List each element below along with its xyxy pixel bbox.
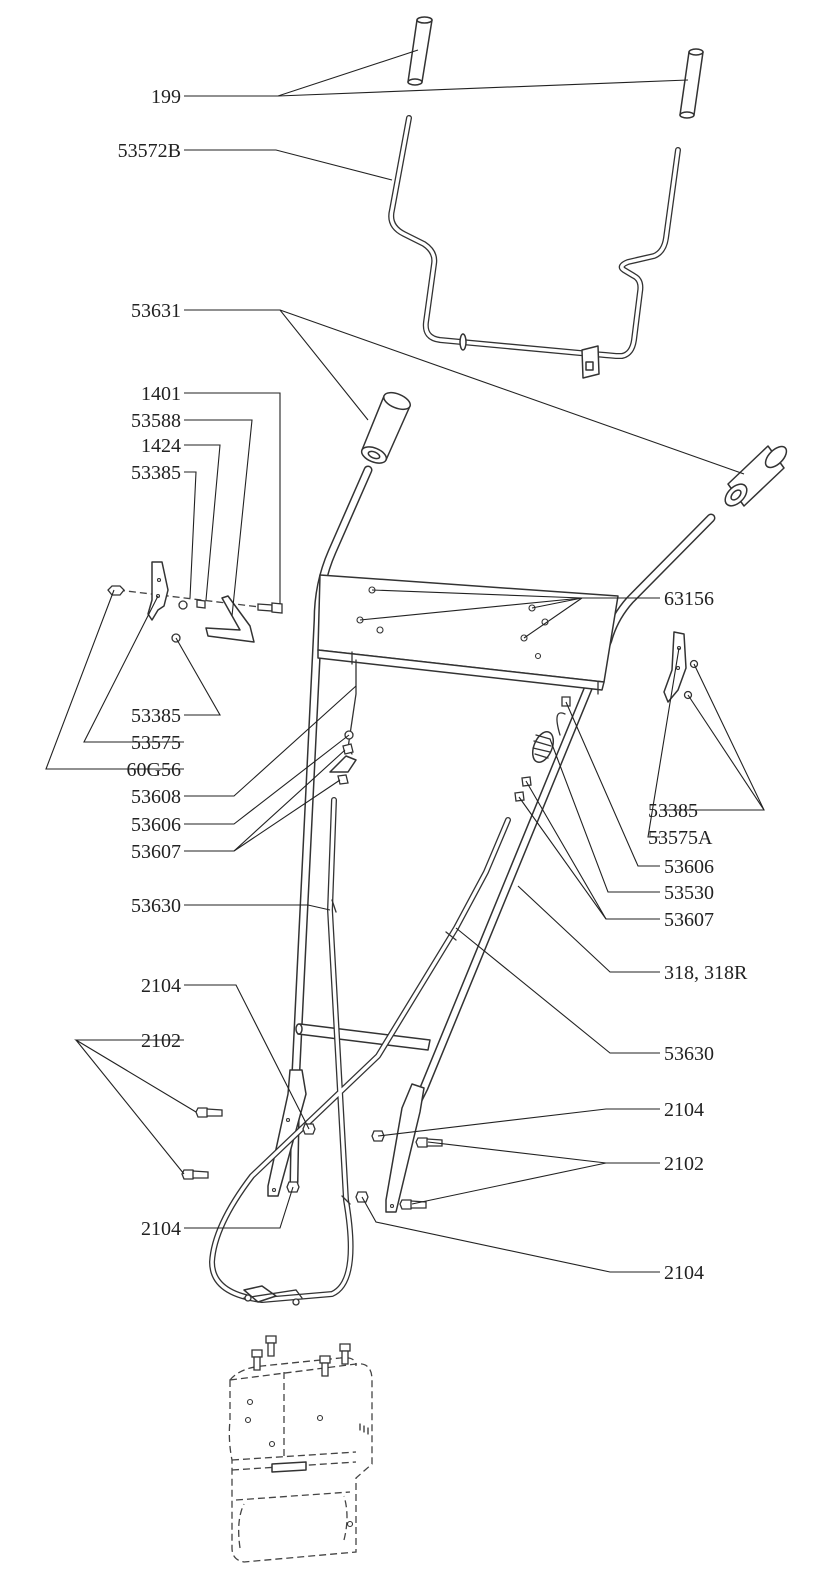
callout-labels: 199 53572B 53631 1401 53588 1424 53385 6… [118, 86, 748, 1284]
callout-2102-right: 2102 [664, 1153, 704, 1175]
mounting-hardware [181, 1107, 443, 1210]
control-panel [317, 574, 619, 695]
lower-housing [228, 1335, 373, 1563]
callout-53608: 53608 [131, 786, 181, 808]
callout-53607-right: 53607 [664, 909, 714, 931]
handle-grip-right [724, 445, 788, 507]
grip-sleeve-left [407, 16, 433, 86]
left-bracket-group [107, 561, 283, 643]
callout-60g56: 60G56 [127, 759, 181, 781]
callout-53588: 53588 [131, 410, 181, 432]
right-bracket-group [663, 631, 699, 703]
callout-199: 199 [151, 86, 181, 108]
callout-53385-top: 53385 [131, 462, 181, 484]
handle-grip-left [360, 391, 411, 464]
callout-2104-d: 2104 [664, 1262, 704, 1284]
callout-53385-right: 53385 [648, 800, 698, 822]
callout-1401: 1401 [141, 383, 181, 405]
linkage-hardware [329, 659, 571, 802]
operator-bail [388, 115, 681, 379]
callout-53575a: 53575A [648, 827, 713, 849]
callout-53575: 53575 [131, 732, 181, 754]
callout-1424: 1424 [141, 435, 181, 457]
callout-53606-right: 53606 [664, 856, 714, 878]
housing-bolts [251, 1335, 351, 1377]
cross-tube [295, 1023, 431, 1051]
grip-sleeve-right [679, 48, 704, 119]
leader-lines [45, 49, 765, 1273]
callout-53385-mid: 53385 [131, 705, 181, 727]
callout-318: 318, 318R [664, 962, 748, 984]
control-cables [209, 797, 511, 1306]
callout-53572b: 53572B [118, 140, 181, 162]
callout-53630-right: 53630 [664, 1043, 714, 1065]
callout-2104-b: 2104 [664, 1099, 704, 1121]
callout-63156: 63156 [664, 588, 714, 610]
callout-53607-left: 53607 [131, 841, 181, 863]
callout-53530: 53530 [664, 882, 714, 904]
callout-2102-left: 2102 [141, 1030, 181, 1052]
callout-2104-c: 2104 [141, 1218, 181, 1240]
callout-53631: 53631 [131, 300, 181, 322]
callout-2104-a: 2104 [141, 975, 181, 997]
callout-53630-left: 53630 [131, 895, 181, 917]
callout-53606-left: 53606 [131, 814, 181, 836]
